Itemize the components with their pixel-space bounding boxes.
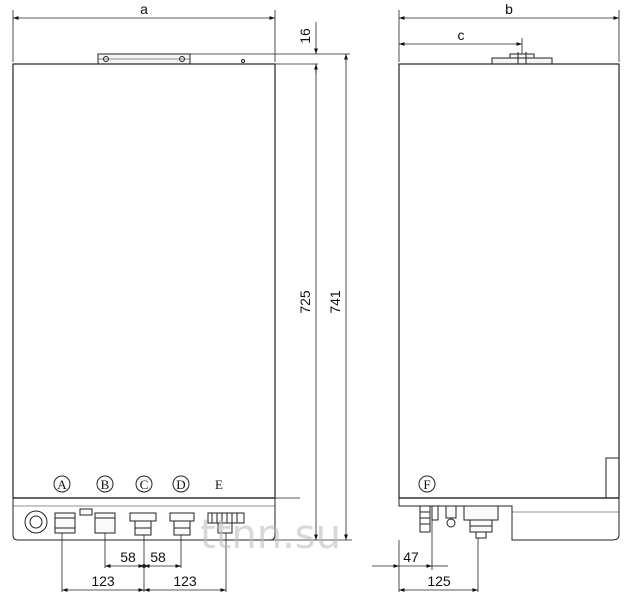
connection-e-label: E <box>215 477 223 492</box>
boiler-casing-side <box>398 63 620 499</box>
drain-valve <box>24 510 48 534</box>
dim-741-label: 741 <box>327 290 343 314</box>
dim-125-label: 125 <box>427 573 451 589</box>
connection-c-fitting <box>129 512 157 522</box>
connection-f-label: F <box>423 477 430 492</box>
watermark: ttnn.su <box>200 512 341 558</box>
connection-d-label: D <box>176 477 185 492</box>
bottom-plate-side <box>398 498 620 541</box>
connection-b-marker <box>96 475 114 493</box>
dim-123-left-label: 123 <box>91 573 115 589</box>
side-bracket <box>605 457 620 499</box>
connection-a-fitting <box>54 512 76 534</box>
side-fitting <box>463 505 499 521</box>
front-connection-markers: A B C D E <box>53 475 223 493</box>
side-flue-outlet <box>491 57 553 65</box>
connection-f-marker <box>418 475 436 493</box>
dim-16-label: 16 <box>297 28 313 44</box>
connection-a-marker <box>53 475 71 493</box>
dim-b-label: b <box>505 1 513 17</box>
boiler-casing-front <box>12 63 276 499</box>
dim-a-label: a <box>140 1 148 17</box>
dim-c-label: c <box>458 27 465 43</box>
front-view <box>12 53 276 541</box>
connection-b-label: B <box>101 477 110 492</box>
side-dimensions <box>372 10 620 592</box>
connection-c-marker <box>135 475 153 493</box>
dim-123-right-label: 123 <box>173 573 197 589</box>
connection-a-label: A <box>57 477 67 492</box>
connection-d-fitting <box>169 512 195 522</box>
dim-725-label: 725 <box>297 290 313 314</box>
dim-47-label: 47 <box>403 549 419 565</box>
side-dimension-texts: b c 47 125 <box>403 1 513 589</box>
side-view <box>398 52 620 541</box>
connection-c-label: C <box>140 477 149 492</box>
connection-d-marker <box>172 475 190 493</box>
front-dimensions <box>12 10 352 592</box>
front-dimension-texts: a 16 725 741 58 58 123 123 <box>91 1 343 589</box>
top-hole <box>241 59 245 63</box>
side-connection-markers: F <box>418 475 436 493</box>
dim-58-right-label: 58 <box>150 549 166 565</box>
connection-b-fitting <box>94 512 116 534</box>
dim-58-left-label: 58 <box>120 549 136 565</box>
